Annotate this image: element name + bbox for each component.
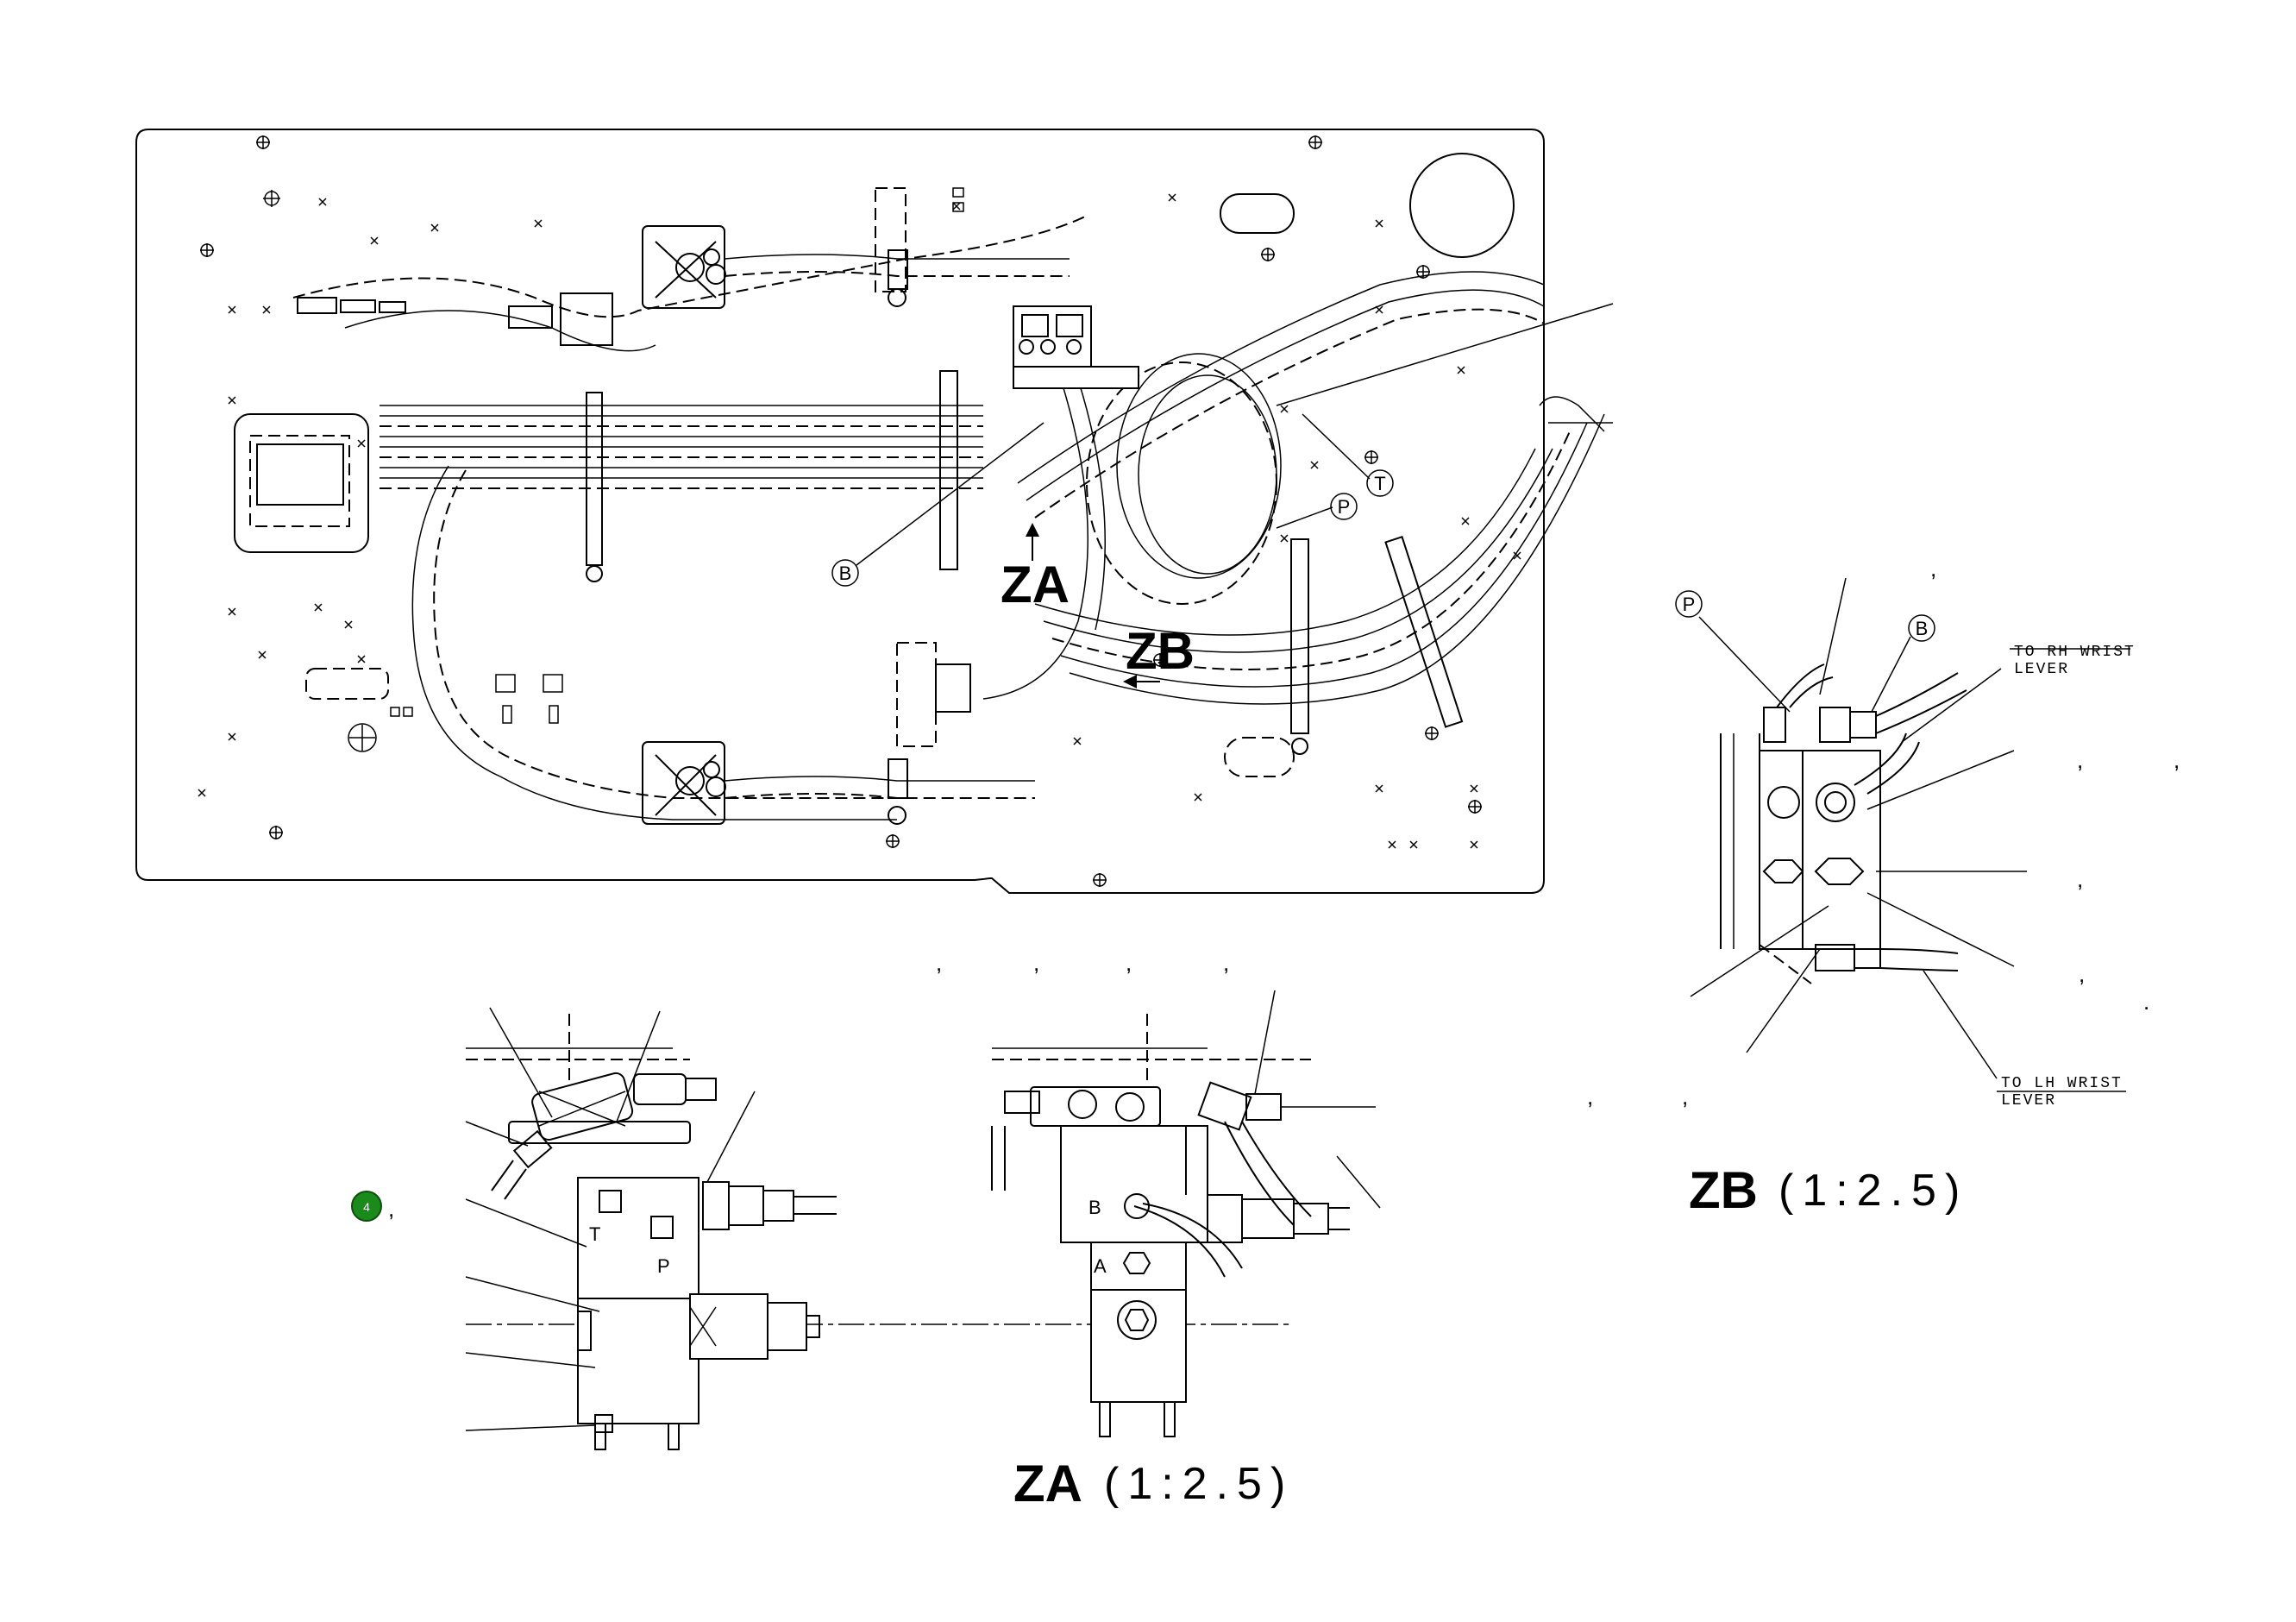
zb-view-scale: (1:2.5) <box>1778 1166 1968 1216</box>
callout-badge-4[interactable]: 4 <box>351 1191 382 1222</box>
hose-lower-loop <box>411 465 897 820</box>
za-detail-view: T P <box>351 950 1381 1512</box>
svg-text:T: T <box>1374 473 1385 494</box>
left-fittings <box>297 292 613 346</box>
svg-text:,: , <box>2174 747 2180 773</box>
svg-text:,: , <box>1682 1084 1688 1110</box>
svg-text:ZB: ZB <box>1126 622 1195 680</box>
za-view-title: ZA <box>1013 1455 1082 1512</box>
za-view-marker: ZA <box>1001 523 1070 613</box>
port-b-label: B <box>831 559 859 587</box>
svg-text:B: B <box>839 563 852 584</box>
za-left-p: P <box>657 1255 670 1277</box>
svg-text:,: , <box>1930 556 1936 582</box>
note-lh-line1: TO LH WRIST <box>2001 1075 2123 1092</box>
left-block-core <box>249 435 350 527</box>
brackets <box>586 187 1464 825</box>
zb-port-b: B <box>1908 614 1935 642</box>
za-right-b: B <box>1088 1197 1101 1218</box>
zb-detail-view: P B TO RH WRIST LEVER TO LH WRIST LEVER … <box>1587 556 2180 1219</box>
svg-text:4: 4 <box>363 1200 370 1214</box>
port-t-label: T <box>1366 469 1394 497</box>
svg-text:,: , <box>1126 950 1132 976</box>
zb-view-marker: ZB <box>1123 622 1195 688</box>
note-rh-line2: LEVER <box>2014 661 2069 678</box>
round-pad <box>1409 153 1515 258</box>
svg-text:,: , <box>2079 961 2085 987</box>
svg-text:,: , <box>1223 950 1229 976</box>
exiting-hoses <box>1539 396 1613 432</box>
hose-bottom-block-2 <box>724 793 1035 799</box>
central-valve <box>1013 305 1139 389</box>
svg-text:B: B <box>1916 618 1929 639</box>
hose-sweep-right <box>1017 271 1605 705</box>
small-rect-markers <box>390 187 964 724</box>
leader-t <box>1302 413 1371 480</box>
hose-top-block-2 <box>724 271 1070 277</box>
zb-port-p: P <box>1675 590 1703 618</box>
lower-fitting-block <box>642 741 726 825</box>
leader-p <box>1276 506 1333 529</box>
base-plate-outline <box>135 129 1545 894</box>
hose-bundle-main <box>380 405 983 489</box>
svg-text:,: , <box>2077 747 2083 773</box>
za-right-a: A <box>1094 1255 1107 1277</box>
svg-text:.: . <box>2143 989 2149 1015</box>
control-hose-loops <box>982 353 1282 700</box>
note-rh-line1: TO RH WRIST <box>2014 644 2136 661</box>
fastener-markers <box>200 135 1482 887</box>
slot <box>1220 193 1295 234</box>
leader-top-right <box>1276 303 1614 406</box>
hose-upper-2 <box>344 310 656 352</box>
za-view-scale: (1:2.5) <box>1104 1459 1294 1509</box>
svg-text:,: , <box>388 1196 394 1222</box>
svg-text:,: , <box>1587 1084 1593 1110</box>
svg-text:,: , <box>2077 866 2083 892</box>
left-block-inner <box>256 443 344 506</box>
port-p-label: P <box>1330 493 1358 520</box>
note-lh-line2: LEVER <box>2001 1092 2056 1110</box>
za-left-t: T <box>589 1223 600 1245</box>
svg-text:ZA: ZA <box>1001 556 1070 613</box>
main-plan-view: B T P ZA ZB <box>135 129 1614 894</box>
hose-bottom-block <box>724 776 1035 782</box>
hose-upper <box>292 215 1088 318</box>
hose-lower-loop-dash <box>433 469 897 799</box>
slot-left <box>305 668 389 700</box>
leader-b <box>856 422 1044 566</box>
slot-lower <box>1224 737 1295 777</box>
upper-fitting-block <box>642 225 726 309</box>
svg-text:P: P <box>1338 496 1351 518</box>
zb-view-title: ZB <box>1689 1161 1758 1219</box>
svg-text:,: , <box>1033 950 1039 976</box>
left-block-outer <box>234 413 369 553</box>
cross-markers <box>198 193 1521 849</box>
svg-text:P: P <box>1683 594 1696 615</box>
hose-top-block <box>724 254 1070 260</box>
svg-text:,: , <box>936 950 942 976</box>
